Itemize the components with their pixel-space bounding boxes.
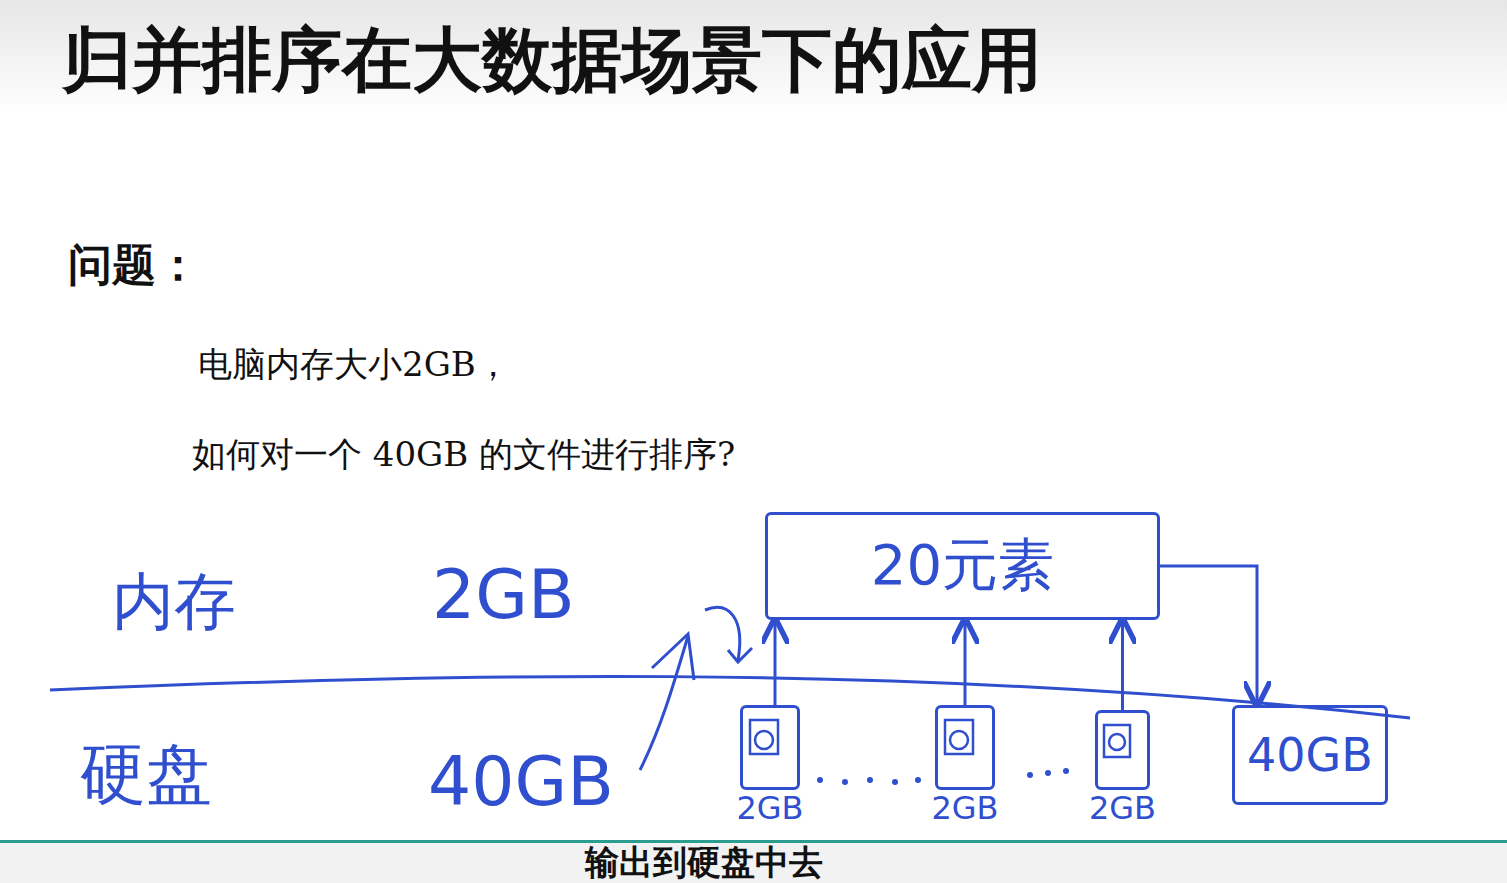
memory-size: 2GB <box>432 555 575 634</box>
chunk-size-label: 2GB <box>1089 789 1156 827</box>
disk-label: 硬盘 <box>80 730 212 820</box>
chunk-file-box: 2GB <box>740 705 800 790</box>
flow-arrow <box>1121 620 1124 710</box>
subtitle-caption: 输出到硬盘中去 <box>585 843 823 881</box>
ellipsis-dots <box>817 768 1069 785</box>
file-size: 40GB <box>428 742 614 821</box>
memory-buffer-box: 20元素 <box>765 512 1160 620</box>
chunk-marks <box>750 720 1130 757</box>
chunk-file-box: 2GB <box>1095 710 1150 790</box>
chunk-file-box: 2GB <box>935 705 995 790</box>
box-text: 20元素 <box>871 528 1054 604</box>
problem-line: 如何对一个 40GB 的文件进行排序? <box>192 432 735 478</box>
box-text: 40GB <box>1247 728 1373 782</box>
chunk-size-label: 2GB <box>736 789 803 827</box>
hook-arrow <box>705 607 752 662</box>
memory-label: 内存 <box>112 560 236 644</box>
memory-disk-divider <box>50 676 1410 718</box>
output-file-box: 40GB <box>1232 705 1388 805</box>
leader-arrowhead <box>652 634 694 680</box>
flow-arrow <box>1160 566 1257 705</box>
flow-arrow <box>964 620 967 705</box>
slide-title: 归并排序在大数据场景下的应用 <box>62 14 1042 108</box>
flow-arrow <box>774 620 777 705</box>
chunk-size-label: 2GB <box>931 789 998 827</box>
problem-line: 电脑内存大小2GB， <box>198 342 510 388</box>
question-heading: 问题： <box>68 236 200 295</box>
